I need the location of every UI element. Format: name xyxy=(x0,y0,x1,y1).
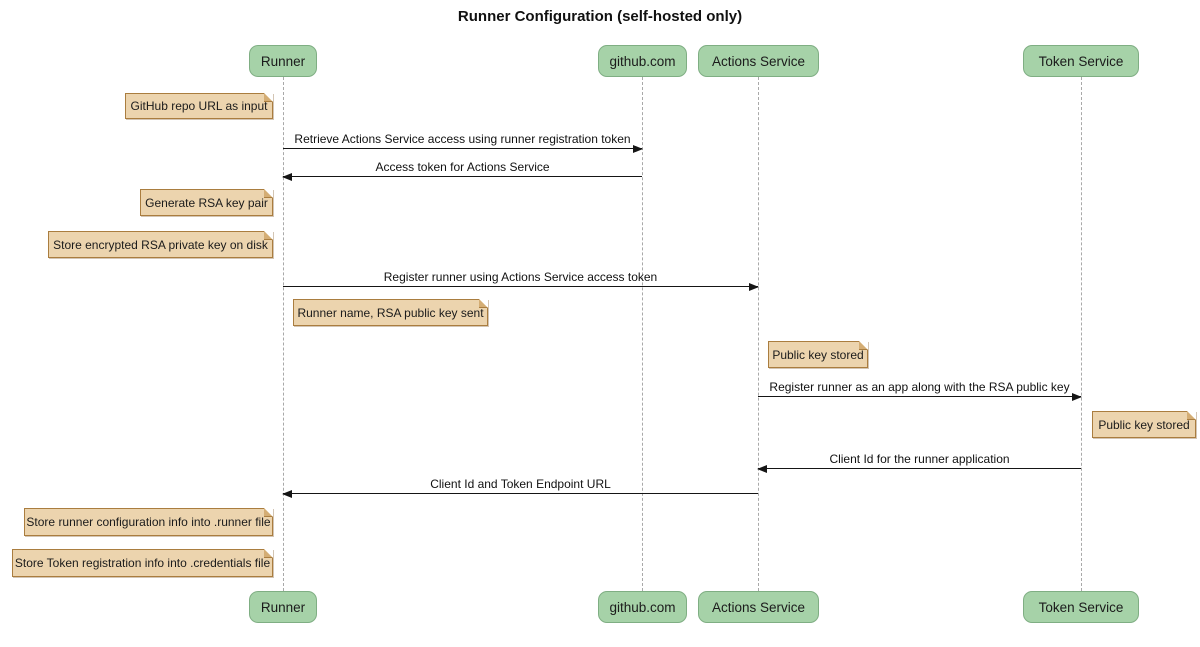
lifeline-runner xyxy=(283,77,284,591)
participant-runner-label: Runner xyxy=(260,53,306,69)
message-access-token: Access token for Actions Service xyxy=(282,160,642,181)
note-label: Runner name, RSA public key sent xyxy=(297,305,484,320)
participant-github-label: github.com xyxy=(609,599,676,615)
note-label: Public key stored xyxy=(772,347,864,362)
note-store-credentials-file: Store Token registration info into .cred… xyxy=(12,549,273,577)
message-retrieve-actions-access: Retrieve Actions Service access using ru… xyxy=(283,132,643,153)
participant-github-top: github.com xyxy=(598,45,687,77)
message-line xyxy=(283,148,642,149)
arrowhead-right-icon xyxy=(633,145,643,153)
message-label: Register runner using Actions Service ac… xyxy=(383,270,658,284)
participant-actions-service-bottom: Actions Service xyxy=(698,591,819,623)
note-fold-icon xyxy=(479,299,488,308)
note-public-key-stored-token: Public key stored xyxy=(1092,411,1196,438)
arrowhead-left-icon xyxy=(757,465,767,473)
lifeline-actions-service xyxy=(758,77,759,591)
note-fold-icon xyxy=(264,508,273,517)
message-register-runner: Register runner using Actions Service ac… xyxy=(283,270,759,291)
participant-token-service-label: Token Service xyxy=(1038,599,1124,615)
note-label: Store runner configuration info into .ru… xyxy=(26,515,271,529)
note-label: Store Token registration info into .cred… xyxy=(14,556,271,570)
note-fold-icon xyxy=(264,93,273,102)
note-fold-icon xyxy=(859,341,868,350)
note-fold-icon xyxy=(264,189,273,198)
message-client-id-runner-app: Client Id for the runner application xyxy=(757,452,1081,473)
participant-runner-bottom: Runner xyxy=(249,591,317,623)
participant-github-label: github.com xyxy=(609,53,676,69)
message-line xyxy=(283,286,758,287)
participant-token-service-bottom: Token Service xyxy=(1023,591,1139,623)
message-line xyxy=(758,468,1081,469)
message-label: Register runner as an app along with the… xyxy=(769,380,1070,394)
note-label: Store encrypted RSA private key on disk xyxy=(53,237,268,252)
message-line xyxy=(283,493,758,494)
participant-actions-service-label: Actions Service xyxy=(711,53,806,69)
arrowhead-left-icon xyxy=(282,173,292,181)
participant-runner-top: Runner xyxy=(249,45,317,77)
message-label: Client Id and Token Endpoint URL xyxy=(430,477,611,491)
arrowhead-left-icon xyxy=(282,490,292,498)
note-label: GitHub repo URL as input xyxy=(130,99,268,113)
note-label: Public key stored xyxy=(1098,417,1190,432)
participant-github-bottom: github.com xyxy=(598,591,687,623)
lifeline-token-service xyxy=(1081,77,1082,591)
diagram-title: Runner Configuration (self-hosted only) xyxy=(457,8,743,25)
message-client-id-token-endpoint: Client Id and Token Endpoint URL xyxy=(282,477,758,498)
message-line xyxy=(283,176,642,177)
note-store-private-key: Store encrypted RSA private key on disk xyxy=(48,231,273,258)
note-generate-rsa: Generate RSA key pair xyxy=(140,189,273,216)
participant-runner-label: Runner xyxy=(260,599,306,615)
arrowhead-right-icon xyxy=(749,283,759,291)
participant-actions-service-top: Actions Service xyxy=(698,45,819,77)
participant-token-service-label: Token Service xyxy=(1038,53,1124,69)
arrowhead-right-icon xyxy=(1072,393,1082,401)
participant-actions-service-label: Actions Service xyxy=(711,599,806,615)
note-store-runner-file: Store runner configuration info into .ru… xyxy=(24,508,273,536)
note-fold-icon xyxy=(1187,411,1196,420)
message-register-runner-app: Register runner as an app along with the… xyxy=(758,380,1082,401)
message-line xyxy=(758,396,1081,397)
message-label: Access token for Actions Service xyxy=(375,160,550,174)
note-label: Generate RSA key pair xyxy=(145,195,268,210)
message-label: Client Id for the runner application xyxy=(829,452,1010,466)
note-fold-icon xyxy=(264,231,273,240)
note-github-repo-url: GitHub repo URL as input xyxy=(125,93,273,119)
participant-token-service-top: Token Service xyxy=(1023,45,1139,77)
note-fold-icon xyxy=(264,549,273,558)
note-runner-name-sent: Runner name, RSA public key sent xyxy=(293,299,488,326)
message-label: Retrieve Actions Service access using ru… xyxy=(294,132,631,146)
note-public-key-stored-actions: Public key stored xyxy=(768,341,868,368)
lifeline-github xyxy=(642,77,643,591)
